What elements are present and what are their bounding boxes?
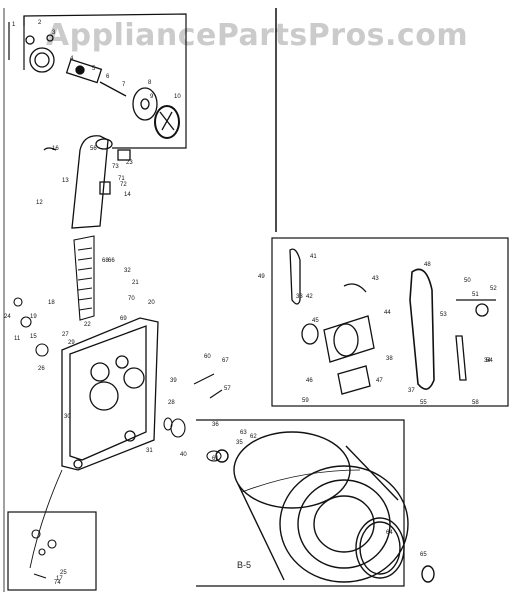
callout: 52 (490, 286, 497, 292)
callout: 59 (302, 398, 309, 404)
callout: 50 (464, 278, 471, 284)
callout: 9 (150, 94, 154, 100)
callout: 55 (420, 400, 427, 406)
callout: 48 (424, 262, 431, 268)
callout: 42 (306, 294, 313, 300)
callout: 36 (212, 422, 219, 428)
callout: 51 (472, 292, 479, 298)
motor-assembly (289, 248, 496, 395)
callout: 39 (170, 378, 177, 384)
page-label: B-5 (237, 560, 252, 570)
callout: 46 (306, 378, 313, 384)
callout: 15 (30, 334, 37, 340)
callout: 10 (174, 94, 181, 100)
callout: 24 (4, 314, 11, 320)
blower-assembly (25, 34, 180, 139)
callout: 60 (204, 354, 211, 360)
small-parts (13, 297, 223, 462)
callout: 41 (310, 254, 317, 260)
callout: 30 (64, 414, 71, 420)
callout: 20 (148, 300, 155, 306)
callout: 71 (118, 176, 125, 182)
callout: 56 (90, 146, 97, 152)
callout: 18 (48, 300, 55, 306)
callout: 4 (70, 56, 74, 62)
callout: 47 (376, 378, 383, 384)
callout: 69 (120, 316, 127, 322)
drum (215, 431, 435, 583)
callout: 68 (102, 258, 109, 264)
callout: 32 (124, 268, 131, 274)
callout: 67 (222, 358, 229, 364)
callout: 27 (62, 332, 69, 338)
callout: 29 (68, 340, 75, 346)
callout: 65 (420, 552, 427, 558)
callout: 38 (386, 356, 393, 362)
callout: 1 (12, 22, 16, 28)
callout: 2 (38, 20, 42, 26)
callout: 33 (296, 294, 303, 300)
callout: 70 (128, 296, 135, 302)
exhaust-duct (43, 135, 131, 229)
callout: 37 (408, 388, 415, 394)
callout: 26 (38, 366, 45, 372)
callout: 13 (62, 178, 69, 184)
callout: 6 (106, 74, 110, 80)
callout: 22 (84, 322, 91, 328)
motor-inset-box (271, 237, 509, 407)
callout: 7 (122, 82, 126, 88)
callout: 63 (240, 430, 247, 436)
lint-screen (73, 235, 95, 321)
drum-inset-border (196, 419, 405, 587)
filter-parts (31, 529, 57, 579)
callout: 5 (92, 66, 96, 72)
callout: 23 (126, 160, 133, 166)
callout: 74 (54, 580, 61, 586)
callout: 44 (384, 310, 391, 316)
rear-bulkhead (29, 317, 159, 569)
callout: 14 (124, 192, 131, 198)
callout: 72 (120, 182, 127, 188)
callout: 8 (148, 80, 152, 86)
top-inset-border (23, 13, 187, 149)
callout: 54 (486, 358, 493, 364)
callout: 45 (312, 318, 319, 324)
callout: 73 (112, 164, 119, 170)
callout: 17 (56, 576, 63, 582)
callout: 25 (60, 570, 67, 576)
callout: 61 (212, 456, 219, 462)
callout: 28 (168, 400, 175, 406)
callout: 40 (180, 452, 187, 458)
callout: 62 (250, 434, 257, 440)
callout: 49 (258, 274, 265, 280)
callout: 11 (14, 336, 21, 342)
callout: 53 (440, 312, 447, 318)
callout: 64 (386, 530, 393, 536)
callout: 12 (36, 200, 43, 206)
callout: 57 (224, 386, 231, 392)
callout: 19 (30, 314, 37, 320)
watermark: AppliancePartsPros.com (45, 18, 469, 53)
callout: 34 (484, 358, 491, 364)
callout: 43 (372, 276, 379, 282)
callout: 21 (132, 280, 139, 286)
callout: 31 (146, 448, 153, 454)
callout: 35 (236, 440, 243, 446)
callout: 3 (52, 30, 56, 36)
callout: 16 (52, 146, 59, 152)
callout: 58 (472, 400, 479, 406)
callout: 66 (108, 258, 115, 264)
filter-inset-box (7, 511, 97, 591)
callout-labels: 1 2 3 4 5 6 7 8 9 10 11 12 13 14 15 16 1… (4, 20, 497, 586)
